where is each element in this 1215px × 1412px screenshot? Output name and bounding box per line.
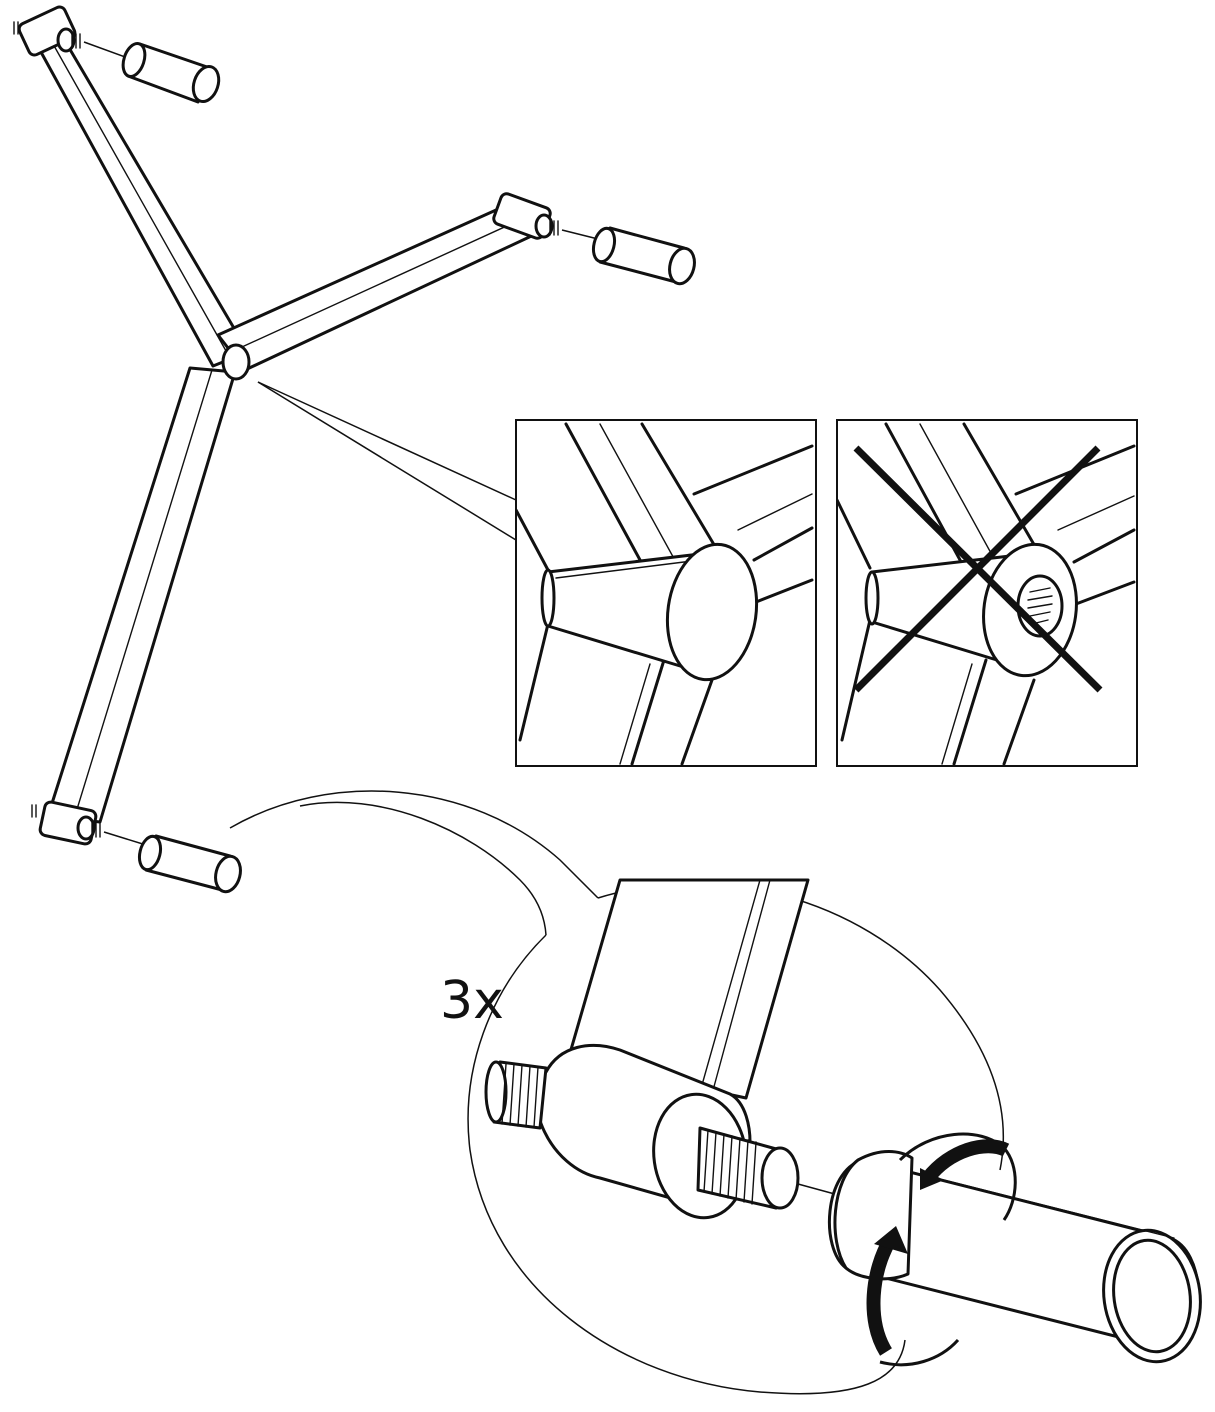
star-base (13, 5, 603, 846)
foot-cap-lower (137, 834, 242, 894)
threaded-bolt-right (549, 220, 559, 236)
foot-cap-right (591, 226, 696, 286)
cross-icon (853, 445, 1103, 693)
arm-right (216, 204, 542, 372)
threaded-bolt-back-lower (31, 804, 37, 818)
threaded-bolt-upper-left (71, 33, 81, 49)
arm-end-upper-left (13, 5, 129, 59)
magnified-threaded-bolt-right (696, 1126, 800, 1210)
detail-panel-incorrect (836, 419, 1138, 767)
threaded-bolt-back-upper-left (13, 21, 19, 35)
arm-end-lower (31, 800, 147, 846)
arm-lower (46, 366, 237, 824)
magnified-arm (566, 878, 810, 1100)
guide-line-lower (103, 831, 147, 846)
hole-threads (1027, 587, 1053, 625)
detail-panel-correct (515, 419, 817, 767)
guide-line-upper-left (83, 41, 129, 59)
detail-callout (257, 381, 517, 541)
magnified-threaded-bolt-left (484, 1060, 548, 1130)
foot-cap-upper-left (121, 42, 221, 104)
quantity-label: 3x (440, 971, 504, 1031)
threaded-bolt-lower (91, 822, 101, 838)
magnified-detail: 3x (229, 790, 1202, 1395)
rotate-arrow-icon (866, 1132, 1017, 1367)
arm-end-right (492, 192, 603, 241)
center-hub (221, 343, 251, 381)
